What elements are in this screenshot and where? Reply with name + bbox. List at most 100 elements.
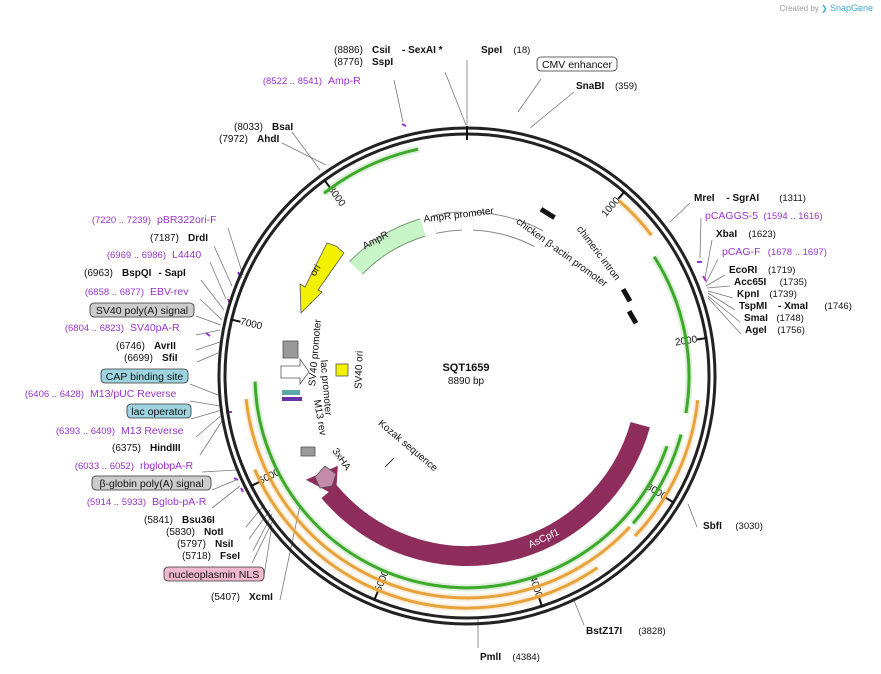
enzyme-position: (5797) <box>177 539 206 550</box>
enzyme-position: (6746) <box>116 341 145 352</box>
enzyme-position: (1739) <box>769 289 796 300</box>
enzyme-site: SpeI (18) <box>481 45 530 56</box>
primer-site: (6804 .. 6823)SV40pA-R <box>65 322 180 334</box>
feature-box-label: CAP binding site <box>106 371 184 383</box>
tick-mark <box>538 597 544 608</box>
enzyme-name: XbaI <box>716 229 737 240</box>
label-connector <box>707 290 734 299</box>
enzyme-position: (8033) <box>234 122 263 133</box>
inner-label-ori: ori <box>308 263 323 278</box>
enzyme-name: SpeI <box>481 45 502 56</box>
enzyme-position: (4384) <box>512 652 539 663</box>
tick-mark <box>250 480 260 488</box>
enzyme-site: SnaBI(359) <box>576 81 637 92</box>
label-connector <box>252 513 273 552</box>
primer-range: (6858 .. 6877) <box>85 287 144 298</box>
enzyme-position: (7972) <box>219 134 248 145</box>
enzyme-site: (6963)BspQI- SapI <box>84 268 186 279</box>
primer-mark <box>240 487 244 493</box>
enzyme-name: KpnI <box>737 289 759 300</box>
label-connector <box>529 91 575 129</box>
site-labels: (8886)CsiI- SexAI *(8776)SspI SpeI (18) Sna… <box>25 45 852 663</box>
enzyme-name: BsaI <box>272 122 293 133</box>
label-connector <box>196 352 219 363</box>
feature-box-label: β-globin poly(A) signal <box>99 478 203 490</box>
primer-name: rbglobpA-R <box>140 460 194 472</box>
enzyme-position: (8886) <box>334 45 363 56</box>
enzyme-name: DrdI <box>188 233 208 244</box>
enzyme-name: MreI <box>694 193 715 204</box>
label-connector <box>195 341 221 351</box>
enzyme-extra: - SgrAI <box>726 193 759 204</box>
label-connector <box>199 417 225 456</box>
green-arc-a <box>631 434 683 525</box>
enzyme-site: (5718)FseI <box>182 551 240 562</box>
enzyme-site: (8776)SspI <box>334 57 393 68</box>
enzyme-position: (5830) <box>166 527 195 538</box>
kozak-leader <box>384 457 395 468</box>
enzyme-site: SbfI(3030) <box>703 521 763 532</box>
label-connector <box>245 504 265 528</box>
enzyme-position: (18) <box>513 45 530 56</box>
enzyme-site: (5407)XcmI <box>211 592 273 603</box>
ampr-cds <box>349 219 426 274</box>
enzyme-name: Bsu36I <box>182 515 215 526</box>
feature-box-frame <box>89 302 195 318</box>
enzyme-position: (5841) <box>144 515 173 526</box>
enzyme-name: SmaI <box>744 313 768 324</box>
enzyme-name: NsiI <box>215 539 234 550</box>
enzyme-extra: - XmaI <box>778 301 808 312</box>
label-connectors <box>189 60 742 648</box>
enzyme-position: (5407) <box>211 592 240 603</box>
feature-box-label: nucleoplasmin NLS <box>169 569 259 581</box>
primer-site: pCAGGS-5(1594 .. 1616) <box>705 210 823 222</box>
enzyme-extra: - SexAI * <box>402 45 443 56</box>
primer-name: M13/pUC Reverse <box>90 388 177 400</box>
enzyme-name: AvrII <box>154 341 176 352</box>
enzyme-site: (8886)CsiI- SexAI * <box>334 45 443 56</box>
plasmid-length: 8890 bp <box>448 376 485 387</box>
m13-mark <box>282 397 302 401</box>
enzyme-position: (1719) <box>768 265 795 276</box>
enzyme-position: (1623) <box>748 229 775 240</box>
enzyme-name: BstZ17I <box>586 626 622 637</box>
feature-box-frame <box>163 566 265 582</box>
label-connector <box>201 469 237 473</box>
feature-box-label: lac operator <box>131 406 187 418</box>
enzyme-name: PmlI <box>480 652 501 663</box>
label-connector <box>669 202 691 223</box>
ha-tag-shape <box>314 465 337 489</box>
enzyme-site: (5797) NsiI <box>177 539 234 550</box>
label-connector <box>705 258 719 284</box>
enzyme-site: (5830)NotI <box>166 527 224 538</box>
orange-arc-b <box>244 398 631 600</box>
intron-mark-b <box>620 287 633 303</box>
enzyme-site: (7972)AhdI <box>219 134 279 145</box>
label-connector <box>189 400 221 407</box>
primer-range: (6033 .. 6052) <box>75 461 134 472</box>
enzyme-site: EcoRI(1719) <box>729 265 795 276</box>
green-arc-b <box>253 381 669 590</box>
label-connector <box>444 71 467 126</box>
enzyme-site: SmaI(1748) <box>744 313 804 324</box>
tick-mark <box>373 590 379 601</box>
label-connector <box>281 142 327 166</box>
primer-site: (7220 .. 7239)pBR322ori-F <box>92 214 217 226</box>
feature-arcs <box>242 145 702 612</box>
primer-name: EBV-rev <box>150 286 189 298</box>
enzyme-site: MreI- SgrAI(1311) <box>694 193 806 204</box>
inner-label-lac_promoter: lac promoter <box>318 360 334 417</box>
enzyme-site: (8033) BsaI <box>234 122 293 133</box>
tick-mark <box>230 318 241 323</box>
enzyme-site: Acc65I(1735) <box>734 277 807 288</box>
label-connector <box>209 261 227 300</box>
inner-label-kozak: Kozak sequence <box>376 418 440 474</box>
cmv-enhancer-arc <box>617 199 653 237</box>
label-connector <box>707 297 742 335</box>
primer-range: (1678 .. 1697) <box>768 247 827 258</box>
feature-box: lac operator <box>126 403 192 419</box>
snapgene-logo-icon: ❯ <box>821 4 828 13</box>
ori-arrow <box>299 242 345 314</box>
label-connector <box>393 79 404 123</box>
enzyme-name: TspMI <box>739 301 767 312</box>
